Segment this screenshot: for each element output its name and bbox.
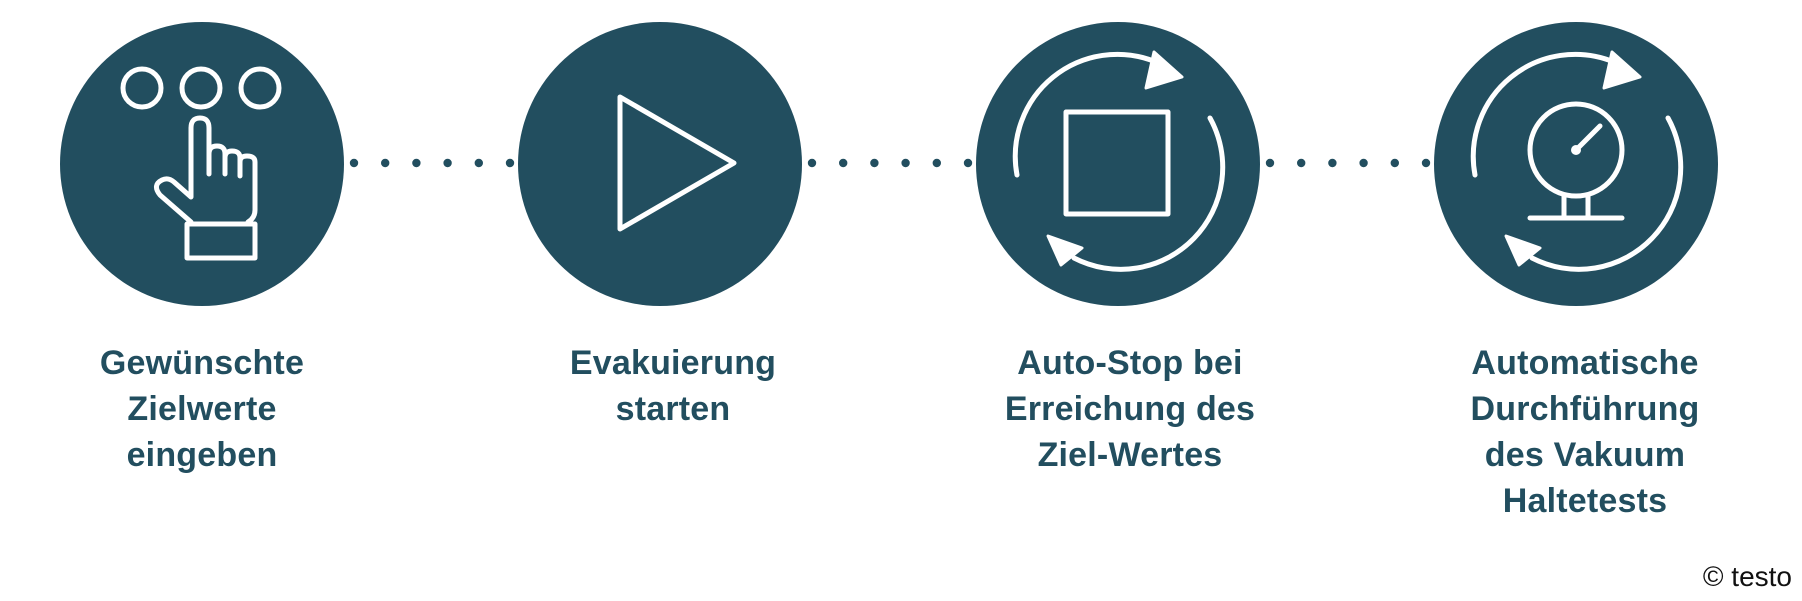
play-icon xyxy=(617,94,737,232)
connector-1 xyxy=(348,157,516,169)
connector-dot xyxy=(1421,158,1431,168)
connector-dot xyxy=(349,158,359,168)
step-3-circle xyxy=(976,22,1260,306)
connector-dot xyxy=(807,158,817,168)
step-3-label-line-2: Erreichung des xyxy=(1004,390,1256,428)
step-1-label-line-3: eingeben xyxy=(126,436,278,474)
step-2-label: Evakuierung starten xyxy=(523,340,823,432)
connector-dot xyxy=(932,158,941,168)
pressure-gauge-cycle-icon xyxy=(1470,50,1684,272)
step-1-label-line-2: Zielwerte xyxy=(127,390,277,428)
step-1-circle xyxy=(60,22,344,306)
connector-dot xyxy=(381,158,390,168)
step-1-label: Gewünschte Zielwerte eingeben xyxy=(52,340,352,478)
stop-cycle-icon xyxy=(1012,50,1226,272)
hand-pointer-icon xyxy=(120,66,282,261)
connector-2 xyxy=(806,157,974,169)
step-4-label-line-3: des Vakuum xyxy=(1484,436,1686,474)
connector-dot xyxy=(963,158,973,168)
connector-dot xyxy=(1265,158,1275,168)
connector-dot xyxy=(901,158,910,168)
step-2-circle xyxy=(518,22,802,306)
connector-dot xyxy=(505,158,515,168)
step-2-label-line-1: Evakuierung xyxy=(569,344,777,382)
step-2-label-line-2: starten xyxy=(615,390,731,428)
step-4-label: Automatische Durchführung des Vakuum Hal… xyxy=(1435,340,1735,524)
connector-dot xyxy=(474,158,483,168)
connector-dot xyxy=(1328,158,1337,168)
connector-dot xyxy=(839,158,848,168)
connector-dot xyxy=(1359,158,1368,168)
step-3-label-line-3: Ziel-Wertes xyxy=(1037,436,1223,474)
step-3-label-line-1: Auto-Stop bei xyxy=(1017,344,1243,382)
copyright-text: © testo xyxy=(1702,561,1792,592)
connector-dot xyxy=(1390,158,1399,168)
step-3-label: Auto-Stop bei Erreichung des Ziel-Wertes xyxy=(980,340,1280,478)
step-1-label-line-1: Gewünschte xyxy=(99,344,305,382)
step-4-label-line-1: Automatische xyxy=(1471,344,1699,382)
step-4-label-line-4: Haltetests xyxy=(1502,482,1668,520)
connector-dot xyxy=(1297,158,1306,168)
step-4-label-line-2: Durchführung xyxy=(1470,390,1700,428)
connector-dot xyxy=(412,158,421,168)
connector-dot xyxy=(870,158,879,168)
connector-3 xyxy=(1264,157,1432,169)
step-4-circle xyxy=(1434,22,1718,306)
connector-dot xyxy=(443,158,452,168)
